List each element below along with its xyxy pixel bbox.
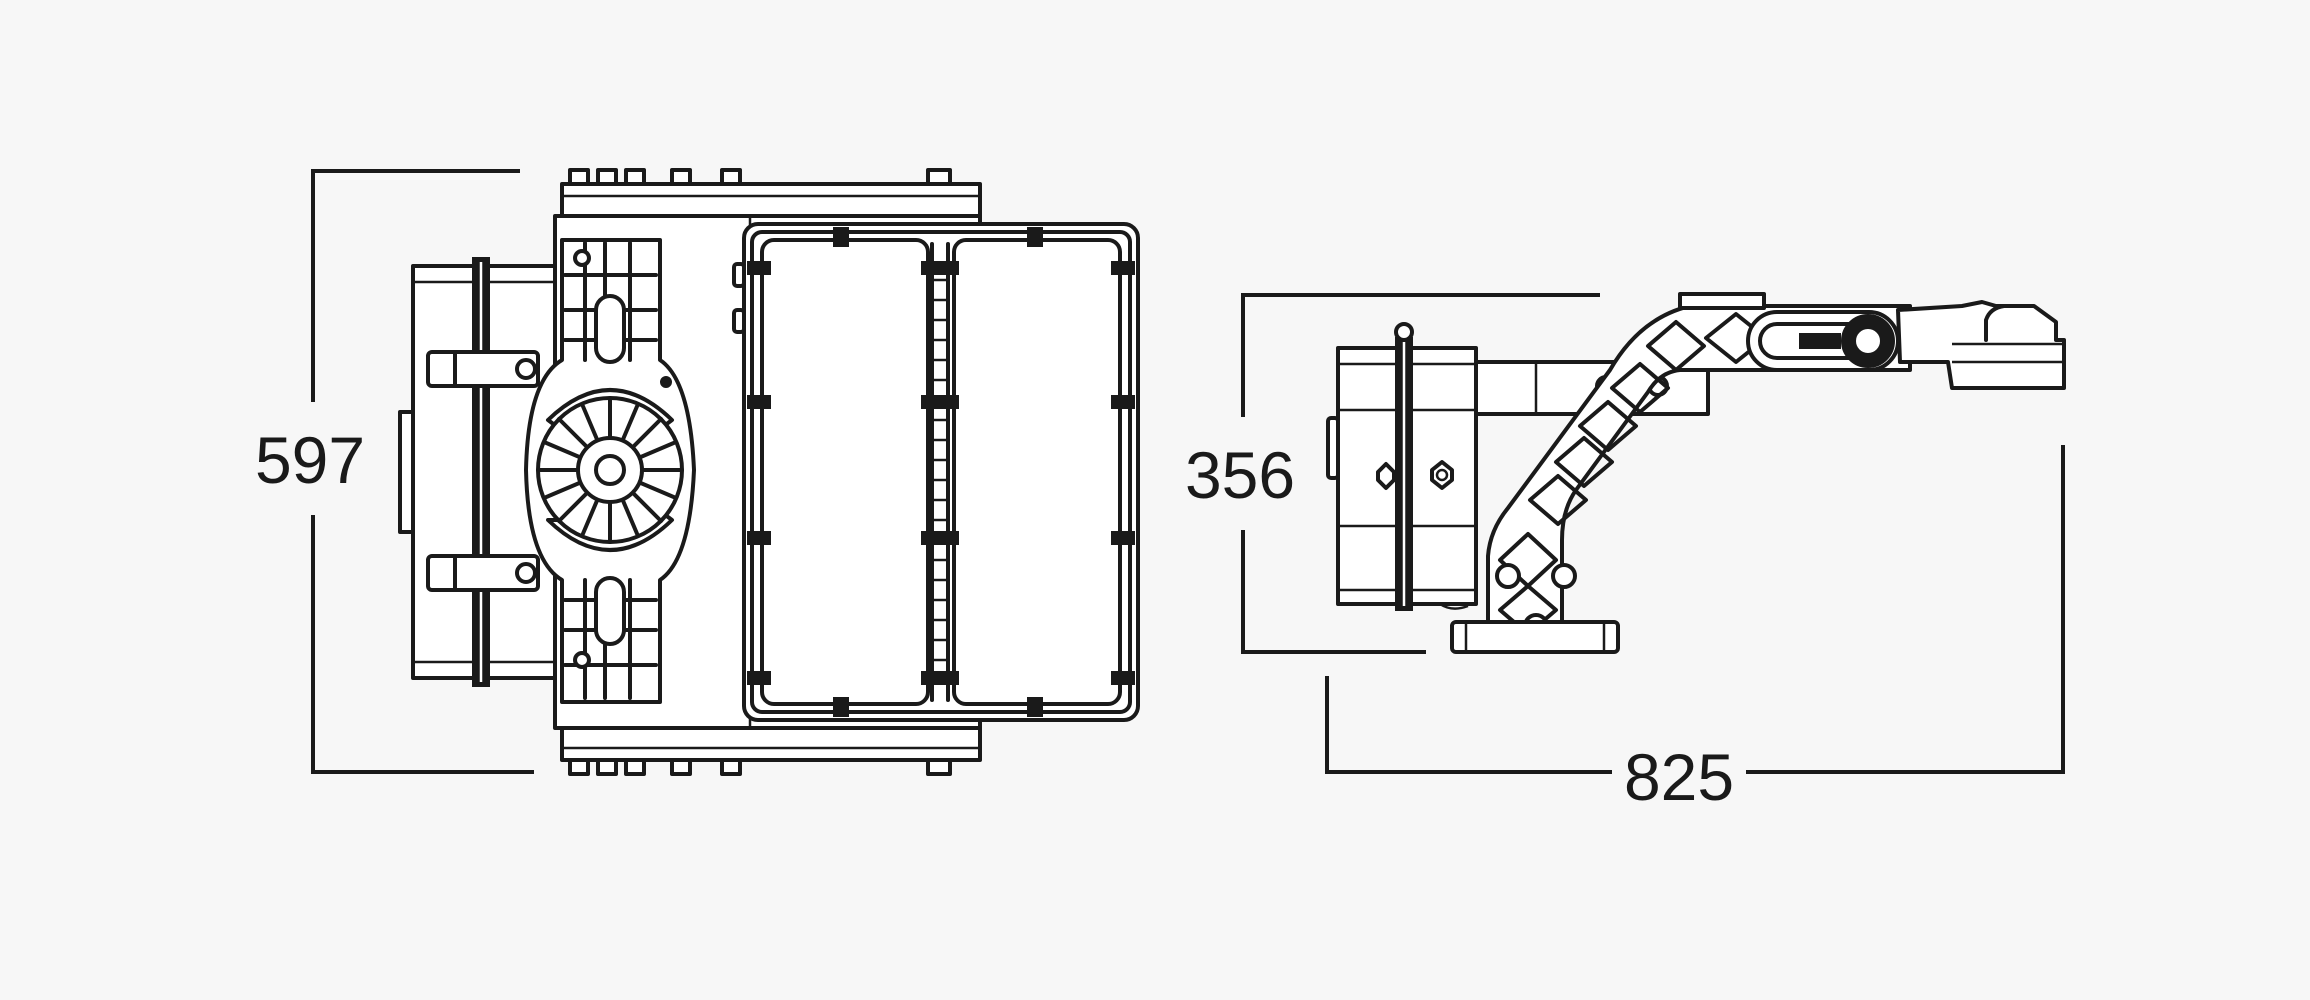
dimension-label-825: 825 [1624,740,1734,814]
front-view [398,168,1140,776]
driver-box-side [1326,322,1478,611]
luminaire-head [1896,300,2066,390]
dimension-597: 597 [255,169,534,774]
led-panel-frame [732,222,1140,722]
mounting-bracket [524,238,696,704]
dimension-label-597: 597 [255,423,365,497]
driver-box-front [398,257,557,687]
side-view [1326,292,2066,654]
dimension-label-356: 356 [1185,438,1295,512]
dimension-825: 825 [1325,445,2065,814]
top-rail [560,168,982,218]
bottom-rail [560,726,982,776]
pivot-joint [1746,310,1900,372]
dimension-356: 356 [1185,293,1600,654]
